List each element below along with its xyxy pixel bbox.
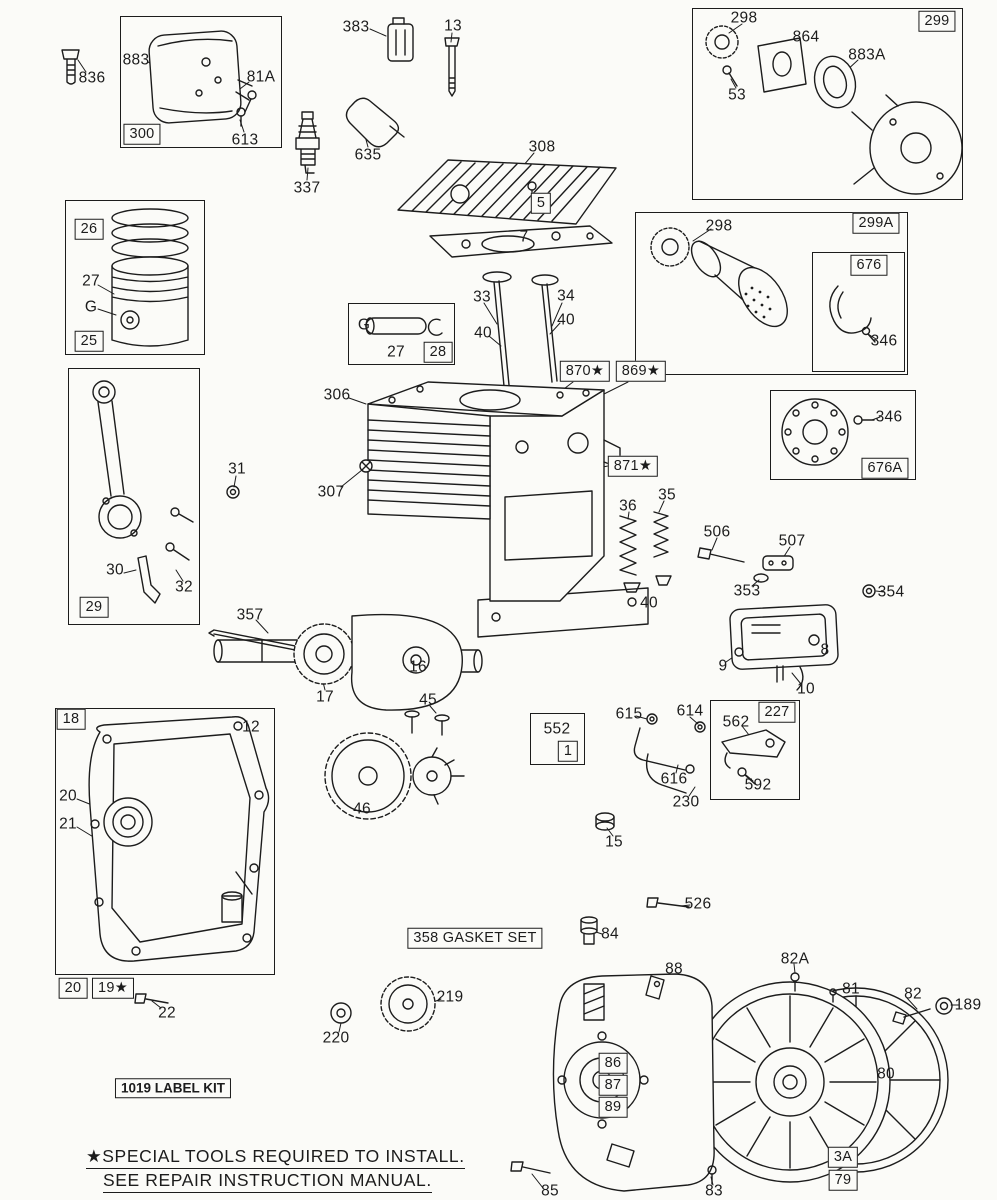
flywheel-drawing: [689, 981, 891, 1183]
footer-note-line-2: SEE REPAIR INSTRUCTION MANUAL.: [103, 1170, 432, 1193]
wrist-pin-drawing: [365, 317, 443, 336]
throttle-lever-drawing: [721, 729, 786, 785]
governor-linkage-drawing: [633, 713, 706, 794]
cylinder-block-drawing: [359, 381, 649, 638]
screw-526-drawing: [646, 897, 690, 908]
cam-gear-drawing: [324, 732, 465, 820]
valve-springs-drawing: [619, 511, 672, 593]
valves-drawing: [482, 271, 559, 393]
connecting-rod-drawing: [92, 380, 240, 604]
housing-hardware-drawing: [510, 972, 953, 1174]
footer-note-line-1: ★SPECIAL TOOLS REQUIRED TO INSTALL.: [86, 1146, 465, 1169]
bolt-836-drawing: [61, 49, 80, 85]
crankshaft-drawing: [213, 613, 483, 736]
spark-plug-boot-drawing: [345, 97, 405, 148]
gear-219-drawing: [330, 976, 436, 1032]
blower-housing-drawing: [552, 973, 717, 1192]
breather-drawing: [729, 604, 839, 691]
leader-lines: [76, 23, 960, 1189]
bolt-13-drawing: [444, 37, 460, 97]
part-84-drawing: [580, 916, 598, 945]
canister-383-drawing: [387, 17, 414, 62]
head-gasket-drawing: [429, 225, 613, 258]
screw-22-drawing: [134, 993, 169, 1004]
governor-hardware-drawing: [697, 547, 876, 598]
backplate-676A-drawing: [781, 398, 875, 466]
muffler-drawing: [148, 30, 257, 127]
piston-drawing: [111, 256, 189, 347]
spark-plug-drawing: [295, 111, 320, 174]
air-cleaner-299-drawing: [705, 25, 963, 195]
cylinder-head-drawing: [397, 159, 617, 225]
plug-15-drawing: [595, 812, 615, 831]
piston-rings-drawing: [111, 208, 189, 258]
crankcase-cover-drawing: [88, 716, 270, 962]
air-cleaner-299A-drawing: [650, 227, 876, 343]
